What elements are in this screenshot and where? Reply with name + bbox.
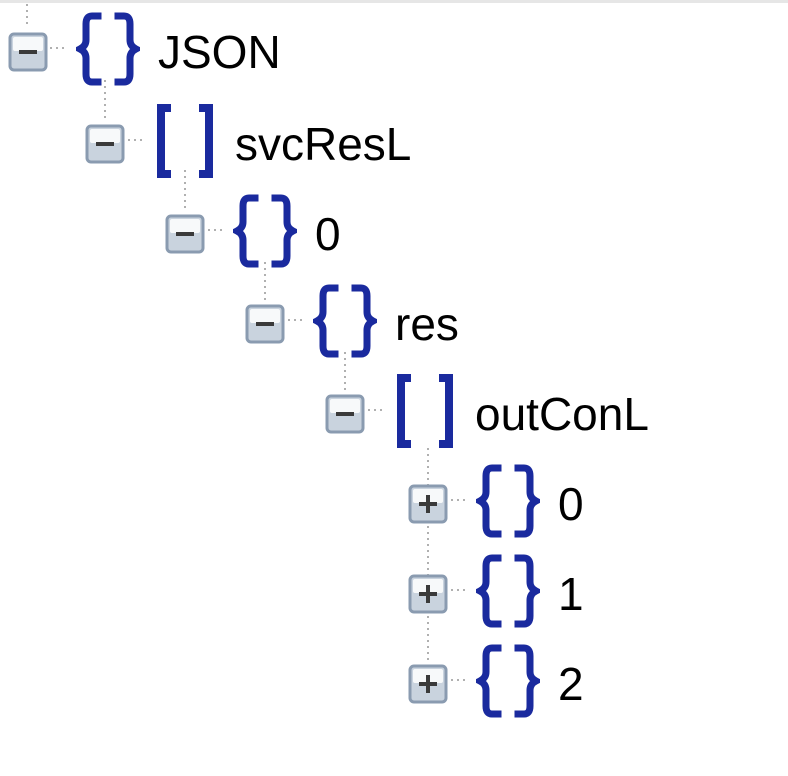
- object-braces-icon: [313, 284, 377, 358]
- tree-node-label[interactable]: res: [395, 298, 459, 350]
- object-braces-icon: [476, 554, 540, 628]
- array-brackets-icon: [393, 374, 457, 448]
- collapse-toggle-icon[interactable]: [165, 214, 205, 254]
- expand-toggle-icon[interactable]: [408, 574, 448, 614]
- object-braces-icon: [476, 644, 540, 718]
- tree-node-label[interactable]: 2: [558, 658, 584, 710]
- tree-node-label[interactable]: 0: [315, 208, 341, 260]
- tree-node-label[interactable]: 1: [558, 568, 584, 620]
- object-braces-icon: [476, 464, 540, 538]
- object-braces-icon: [233, 194, 297, 268]
- tree-node-label[interactable]: svcResL: [235, 118, 412, 170]
- expand-toggle-icon[interactable]: [408, 664, 448, 704]
- collapse-toggle-icon[interactable]: [325, 394, 365, 434]
- object-braces-icon: [76, 12, 140, 86]
- top-border: [0, 0, 788, 3]
- collapse-toggle-icon[interactable]: [245, 304, 285, 344]
- collapse-toggle-icon[interactable]: [8, 32, 48, 72]
- expand-toggle-icon[interactable]: [408, 484, 448, 524]
- tree-node-label[interactable]: outConL: [475, 388, 649, 440]
- tree-node-label[interactable]: 0: [558, 478, 584, 530]
- tree-node-label[interactable]: JSON: [158, 26, 281, 78]
- array-brackets-icon: [153, 104, 217, 178]
- collapse-toggle-icon[interactable]: [85, 124, 125, 164]
